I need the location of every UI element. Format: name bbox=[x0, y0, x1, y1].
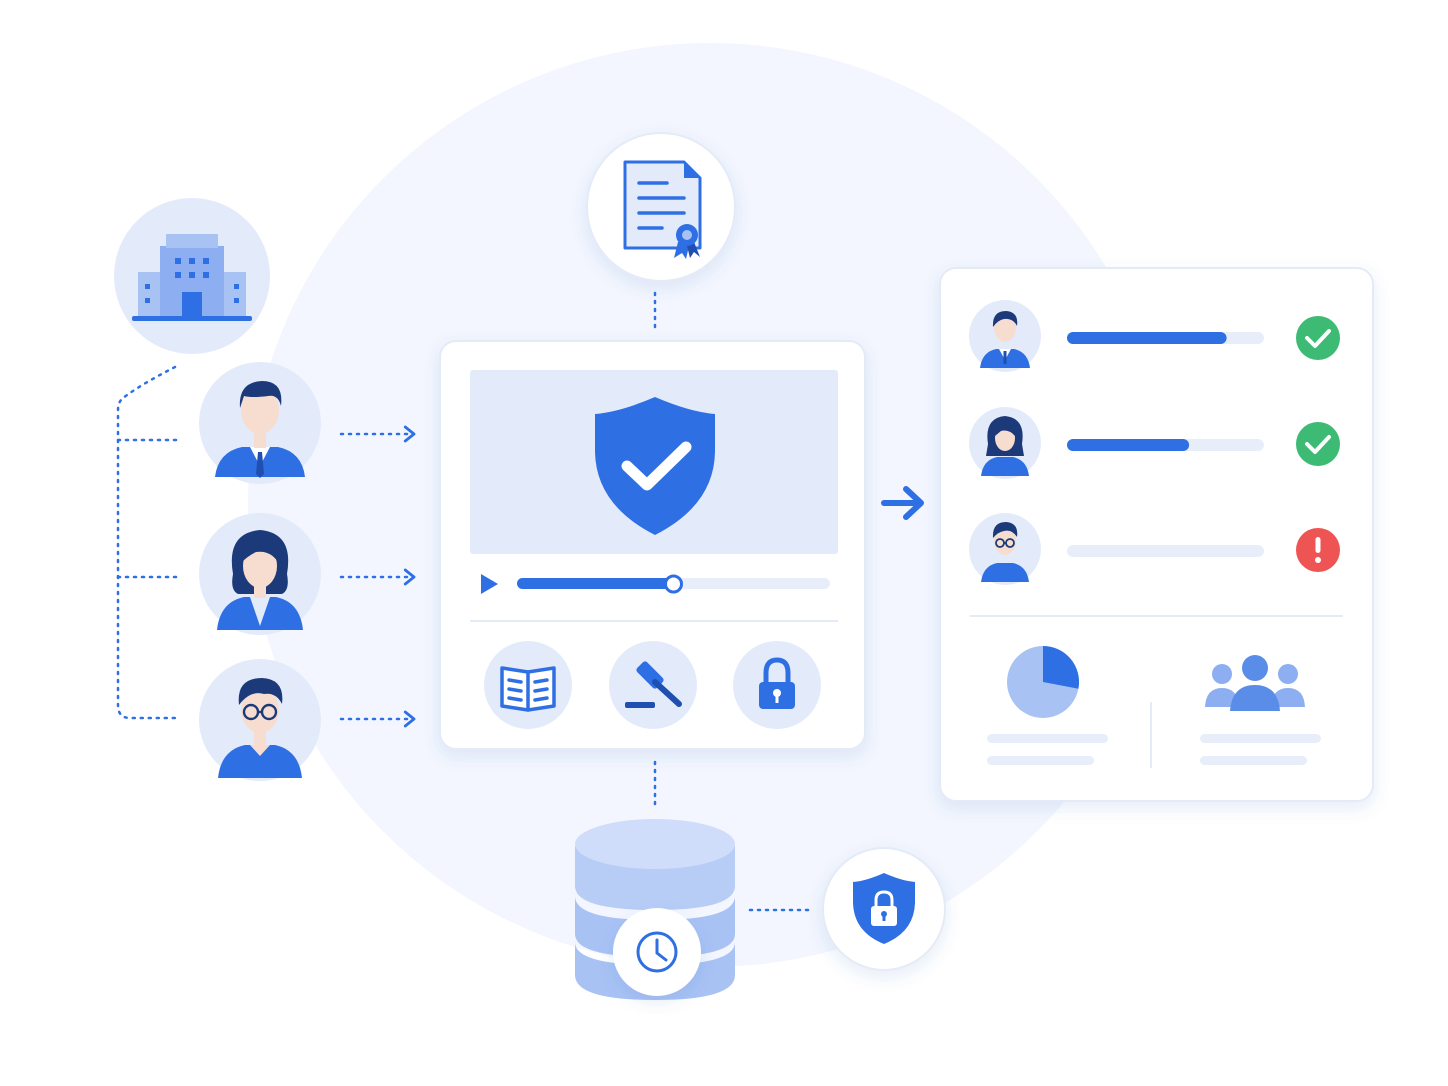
gavel-icon bbox=[625, 661, 682, 708]
video-progress-fill bbox=[517, 578, 674, 589]
video-progress-handle[interactable] bbox=[664, 574, 683, 594]
handbook-button[interactable] bbox=[484, 641, 572, 729]
status-warning-badge-3 bbox=[1296, 528, 1340, 572]
status-complete-badge-2 bbox=[1296, 422, 1340, 466]
glasses-avatar bbox=[218, 678, 302, 778]
glasses-icon bbox=[242, 703, 278, 721]
female-avatar bbox=[217, 530, 303, 630]
shield-lock-icon bbox=[853, 873, 915, 944]
retention-clock bbox=[613, 908, 701, 996]
progress-fill-1 bbox=[1067, 332, 1227, 344]
female-avatar bbox=[981, 416, 1029, 476]
shield-check-icon bbox=[595, 397, 715, 535]
group-icon bbox=[1205, 655, 1305, 711]
padlock-icon bbox=[759, 657, 795, 709]
check-icon bbox=[1305, 329, 1331, 348]
check-icon bbox=[1305, 435, 1331, 454]
employee-progress-bars bbox=[1067, 332, 1264, 557]
report-row-2 bbox=[969, 407, 1041, 479]
building-connector bbox=[116, 365, 182, 720]
pie-chart-slice bbox=[1043, 646, 1080, 689]
male-suit-avatar bbox=[980, 311, 1030, 368]
glasses-avatar bbox=[981, 522, 1029, 582]
exclamation-icon bbox=[1315, 537, 1321, 563]
connectors bbox=[116, 291, 814, 912]
play-icon[interactable] bbox=[481, 574, 498, 594]
employee-node-3 bbox=[199, 659, 321, 781]
group-caption-line-2 bbox=[1200, 756, 1307, 765]
report-row-3 bbox=[969, 513, 1041, 585]
employee-node-2 bbox=[199, 513, 321, 635]
compliance-button[interactable] bbox=[609, 641, 697, 729]
pie-chart-icon bbox=[1007, 646, 1080, 718]
building-node bbox=[114, 198, 270, 354]
employee-node-1 bbox=[199, 362, 321, 484]
training-module-card bbox=[439, 340, 866, 750]
chart-caption-line-1 bbox=[987, 734, 1108, 743]
group-caption-line-1 bbox=[1200, 734, 1321, 743]
open-book-icon bbox=[500, 666, 556, 712]
security-button[interactable] bbox=[733, 641, 821, 729]
status-complete-badge-1 bbox=[1296, 316, 1340, 360]
chart-caption-line-2 bbox=[987, 756, 1094, 765]
progress-fill-2 bbox=[1067, 439, 1190, 451]
progress-report-card bbox=[939, 267, 1374, 802]
arrow-right-icon bbox=[881, 486, 924, 520]
certificate-document-icon bbox=[623, 160, 702, 259]
progress-track-3 bbox=[1067, 545, 1264, 557]
protection-node bbox=[822, 847, 946, 971]
building-icon bbox=[132, 234, 252, 321]
report-row-1 bbox=[969, 300, 1041, 372]
clock-icon bbox=[636, 931, 678, 973]
male-suit-avatar bbox=[215, 381, 305, 478]
